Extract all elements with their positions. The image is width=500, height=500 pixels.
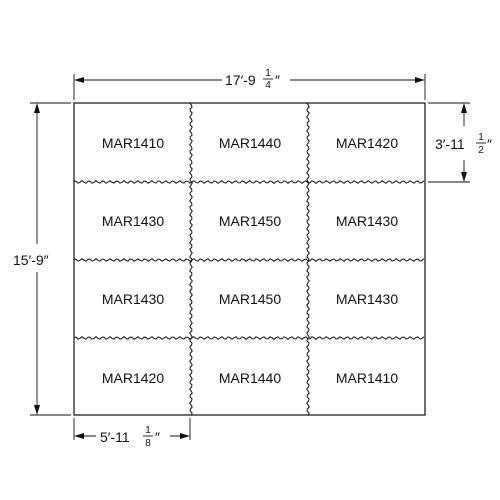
tile-label: MAR1440 [219, 370, 281, 386]
overall-width-dimension: 17′-9 1 4 ″ [73, 68, 426, 100]
tile-width-label: 5′-11 [100, 429, 130, 445]
tile-height-denominator: 2 [478, 145, 484, 156]
tile-label: MAR1410 [336, 370, 398, 386]
horizontal-seam [73, 180, 425, 184]
overall-width-label: 17′-9 [225, 72, 256, 88]
tile-width-dimension: 5′-11 1 8 ″ [73, 418, 191, 449]
tile-label: MAR1440 [219, 135, 281, 151]
overall-height-dimension: 15′-9″ [13, 102, 71, 416]
horizontal-seam [73, 258, 425, 262]
tile-label: MAR1410 [102, 135, 164, 151]
tile-height-numerator: 1 [478, 132, 484, 143]
tile-label: MAR1430 [336, 213, 398, 229]
tile-label: MAR1450 [219, 213, 281, 229]
tile-width-tail: ″ [155, 429, 160, 445]
tile-label: MAR1420 [102, 370, 164, 386]
tile-height-dimension: 3′-11 1 2 ″ [428, 102, 492, 183]
vertical-seam [188, 102, 193, 416]
tile-label: MAR1430 [102, 291, 164, 307]
tile-label: MAR1420 [336, 135, 398, 151]
overall-width-numerator: 1 [265, 68, 271, 79]
tile-label: MAR1430 [336, 291, 398, 307]
overall-width-tail: ″ [275, 72, 280, 88]
tile-label: MAR1430 [102, 213, 164, 229]
vertical-seam [305, 102, 310, 416]
tile-height-label: 3′-11 [435, 136, 465, 152]
tile-seams [73, 102, 425, 416]
tile-height-tail: ″ [487, 136, 492, 152]
horizontal-seam [73, 336, 425, 340]
tile-label: MAR1450 [219, 291, 281, 307]
tile-labels: MAR1410 MAR1440 MAR1420 MAR1430 MAR1450 … [102, 135, 398, 386]
tile-width-numerator: 1 [145, 425, 151, 436]
overall-width-denominator: 4 [265, 80, 271, 91]
tile-width-denominator: 8 [145, 438, 151, 449]
overall-height-label: 15′-9″ [13, 252, 49, 268]
